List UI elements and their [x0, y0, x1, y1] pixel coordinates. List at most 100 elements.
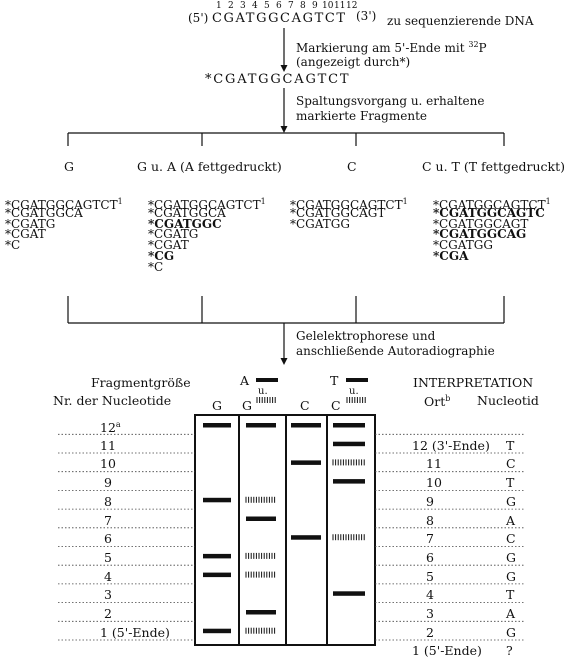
gel-band	[203, 497, 231, 503]
fragments-ct: *CGATGGCAGTCT1*CGATGGCAGTC*CGATGGCAGT *CG…	[433, 197, 551, 262]
gel-band	[333, 479, 365, 484]
fragment-text: *CGATGGC	[148, 216, 222, 231]
lane-a-bar	[256, 378, 278, 382]
fragments-c: *CGATGGCAGTCT1*CGATGGCAGT*CGATGG	[290, 197, 408, 231]
interp-position: 6	[426, 549, 434, 565]
fragment-size: 9	[104, 475, 112, 491]
fragment-text: *CGATGGCAGT	[290, 205, 386, 220]
reaction-label-ct: C u. T (T fettgedruckt)	[422, 159, 566, 174]
fragment-text: *CGATGGCAGTC	[433, 205, 545, 220]
fragment-size: 10	[100, 456, 116, 472]
fragments-g: *CGATGGCAGTCT1*CGATGGCA*CGATG*CGAT*C	[5, 197, 123, 251]
gel-band	[246, 610, 276, 615]
index-number: 6	[276, 1, 282, 11]
step2-line2: markierte Fragmente	[296, 109, 427, 123]
reaction-label-ga: G u. A (A fettgedruckt)	[137, 159, 282, 174]
sequence-caption: zu sequenzierende DNA	[387, 14, 534, 28]
arrow-label-head	[280, 65, 288, 72]
index-number: 5	[264, 1, 270, 11]
fragments-ga: *CGATGGCAGTCT1*CGATGGCA*CGATGGC*CGATG*CG…	[148, 197, 266, 273]
index-number: 2	[228, 1, 234, 11]
lane-t-bar	[346, 378, 368, 382]
fragment-footnote: 1	[260, 197, 266, 206]
fragment-size: 8	[104, 493, 112, 509]
step1-line1: Markierung am 5'-Ende mit	[296, 41, 469, 55]
gel-band	[246, 516, 276, 521]
fragment-text: *CGAT	[148, 238, 189, 253]
interp-position: 12 (3'-Ende)	[412, 437, 490, 453]
nucleotide-number-header: Nr. der Nucleotide	[53, 393, 172, 408]
prime3-label: (3')	[356, 9, 377, 23]
interp-position: 9	[426, 493, 434, 509]
lane-label-c: C	[300, 398, 310, 413]
fragment-size: 3	[104, 587, 112, 603]
fragment: *CGATGGCA	[148, 207, 266, 219]
arrow-gel-head	[280, 358, 288, 365]
fragment: *CGATGGCAGTCT1	[148, 197, 266, 211]
fragment: *CGATGGCAGTC	[433, 205, 551, 220]
lane-u-2: u.	[349, 386, 359, 397]
fragment-text: *CGAT	[5, 227, 46, 242]
interp-nucleotide: A	[506, 606, 516, 621]
fragment-footnote: 1	[545, 197, 551, 206]
index-number: 1	[216, 1, 222, 11]
fragment-size: 5	[104, 549, 112, 565]
fragment: *CGATGG	[290, 216, 408, 231]
prime5-label: (5')	[188, 11, 209, 25]
fragment-size: 6	[104, 531, 112, 547]
fragment-text: *CGATGG	[433, 238, 493, 253]
reaction-label-g: G	[64, 159, 74, 174]
fragment-text: *CGATGGCA	[5, 205, 83, 220]
index-number: 7	[288, 1, 294, 11]
gel-band	[333, 423, 365, 428]
interp-position: 3	[426, 606, 434, 621]
fragment-text: *C	[5, 238, 21, 253]
interpretation-title: INTERPRETATION	[413, 375, 534, 390]
interp-nucleotide: T	[506, 437, 515, 453]
lane-label-ga: G	[242, 398, 252, 413]
fragment-text: *CGATGG	[290, 216, 350, 231]
interp-ort-sup: b	[445, 394, 451, 403]
fragment-text: *CG	[148, 248, 175, 263]
step1-sup: 32	[468, 40, 479, 49]
fragment: *CGATGGCAGTCT1	[290, 197, 408, 211]
index-number: 8	[300, 1, 306, 11]
interp-position: 11	[426, 456, 442, 472]
gel-band	[203, 572, 231, 578]
step1-line2: (angezeigt durch*)	[296, 55, 411, 69]
fragment: *CGATGGC	[148, 216, 266, 231]
interp-position: 5	[426, 568, 434, 584]
index-number: 11	[334, 1, 346, 11]
interp-ort-text: Ort	[424, 394, 446, 410]
fragment: *CGATGGCAGT	[433, 218, 551, 230]
fragment-text: *CGATGGCAGTCT	[5, 198, 118, 212]
interp-nucleotide: G	[506, 549, 516, 565]
fragment-size-header: Fragmentgröße	[91, 375, 191, 390]
fragment: *CGATGGCAGT	[290, 205, 408, 220]
dna-sequence: CGATGGCAGTCT	[212, 11, 347, 26]
interp-nucleotide: G	[506, 493, 516, 509]
fragment-text: *CGATGGCAGTCT	[433, 198, 546, 212]
fragment-text: *CGATGGCAGTCT	[148, 198, 261, 212]
fragment: *CG	[148, 248, 266, 263]
gel-band	[203, 423, 231, 428]
fragment: *CGA	[433, 248, 551, 263]
fragment: *CGATG	[5, 216, 123, 231]
interp-nucleotide: C	[506, 531, 516, 547]
fragment-text: *CGA	[433, 248, 469, 263]
interp-nucleotide: C	[506, 456, 516, 472]
fragment-text: *CGATG	[5, 216, 56, 231]
gel-band	[333, 441, 365, 447]
fragment: *CGATGGCAGTCT1	[433, 197, 551, 211]
step2-line1: Spaltungsvorgang u. erhaltene	[296, 94, 485, 108]
step1-tail: P	[478, 41, 487, 55]
gel-band	[291, 423, 321, 428]
fragment: *CGAT	[148, 238, 266, 253]
interp-nucleotide: A	[506, 512, 516, 528]
gel-band	[203, 628, 231, 634]
interp-position: 10	[426, 475, 442, 491]
gel-band	[246, 423, 276, 428]
interp-nucleotide-header: Nucleotid	[477, 393, 539, 408]
gel-band	[203, 553, 231, 559]
step1-text: Markierung am 5'-Ende mit 32P	[296, 40, 487, 55]
